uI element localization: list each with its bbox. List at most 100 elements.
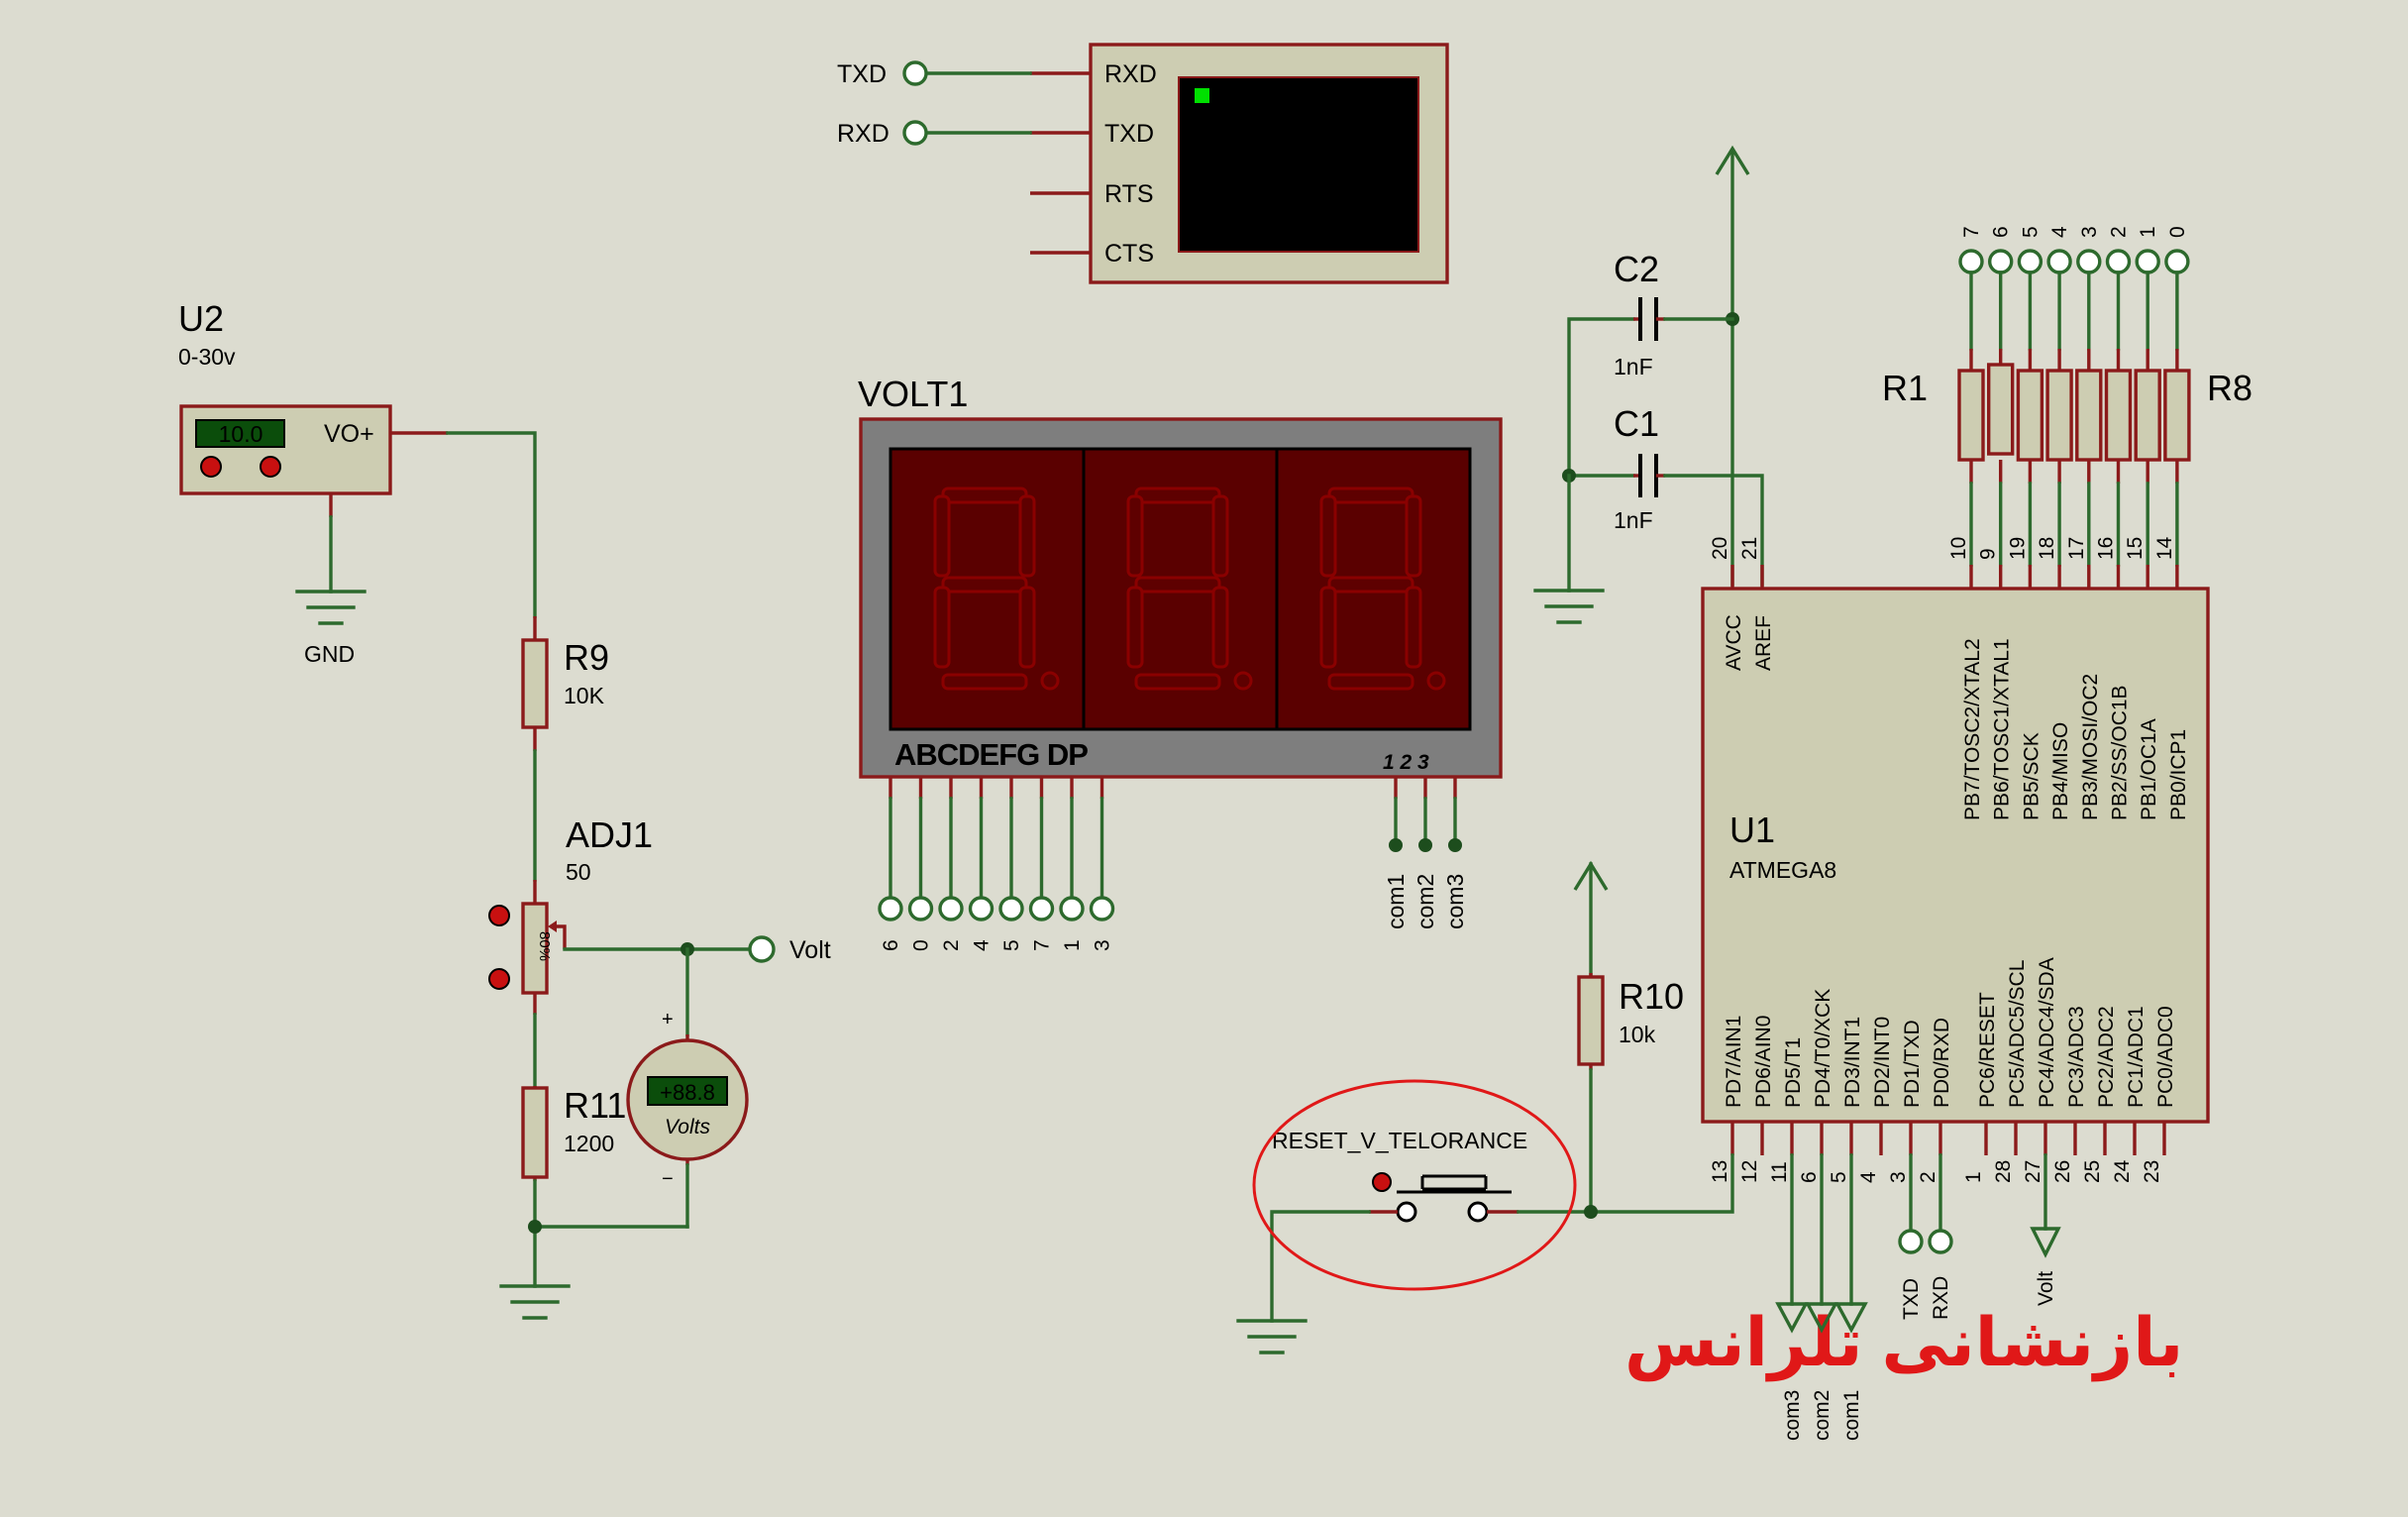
u1-net-terminal[interactable] bbox=[1898, 1229, 1924, 1254]
volt1-segment-pin-label: 1 bbox=[1061, 939, 1084, 951]
rpack-pin[interactable] bbox=[1958, 249, 1984, 274]
adj1-decrease-button[interactable] bbox=[488, 968, 510, 990]
u2-ref: U2 bbox=[178, 298, 224, 339]
u1-pin-number: 24 bbox=[2111, 1159, 2134, 1183]
rpack-resistor bbox=[1957, 369, 1985, 462]
rxd-net-terminal[interactable] bbox=[902, 120, 928, 146]
u1-net-terminal[interactable] bbox=[1928, 1229, 1953, 1254]
segment bbox=[1126, 586, 1144, 669]
rpack-pin[interactable] bbox=[2105, 249, 2132, 274]
volt1-segment-pin[interactable] bbox=[998, 896, 1024, 921]
r9-resistor: R9 10K bbox=[521, 616, 609, 751]
u1-net-label: com1 bbox=[1840, 1390, 1863, 1441]
u1-pin-name: PD2/INT0 bbox=[1871, 1017, 1894, 1108]
u1-pin-number: 1 bbox=[1962, 1171, 1985, 1183]
terminal-pin-label: RXD bbox=[1104, 60, 1157, 88]
u1-pin-number: 9 bbox=[1977, 548, 2000, 560]
volt1-com-label: com2 bbox=[1413, 874, 1438, 929]
r11-resistor: R11 1200 bbox=[521, 1085, 626, 1181]
u1-pin-name: PB7/TOSC2/XTAL2 bbox=[1961, 638, 1984, 820]
volt1-segment-pin[interactable] bbox=[938, 896, 964, 921]
rpack-pin[interactable] bbox=[2164, 249, 2190, 274]
u1-net-label: TXD bbox=[1900, 1278, 1923, 1320]
u1-pin-number: 3 bbox=[1887, 1171, 1910, 1183]
c2-capacitor: C2 1nF bbox=[1567, 249, 1734, 478]
u1-pin-name: PB5/SCK bbox=[2020, 732, 2042, 820]
u1-pin-name: PC4/ADC4/SDA bbox=[2036, 957, 2058, 1108]
txd-net-terminal[interactable] bbox=[902, 60, 928, 86]
u1-pin-name: PD6/AIN0 bbox=[1752, 1016, 1775, 1108]
u1-net-label: RXD bbox=[1930, 1276, 1952, 1320]
c1-ref: C1 bbox=[1614, 403, 1659, 444]
reset-button-actuator[interactable] bbox=[1372, 1172, 1392, 1192]
volt1-segment-pin[interactable] bbox=[1028, 896, 1055, 921]
u2-down-button[interactable] bbox=[200, 456, 222, 478]
rpack-resistor bbox=[2016, 369, 2044, 462]
u1-pin-name: PD0/RXD bbox=[1931, 1018, 1953, 1108]
segment bbox=[1134, 673, 1221, 691]
u1-pin-name: PC3/ADC3 bbox=[2065, 1006, 2088, 1108]
adj1-potentiometer: ADJ1 50 80% bbox=[488, 814, 653, 1015]
rpack-pin[interactable] bbox=[2076, 249, 2102, 274]
rpack-pin-label: 3 bbox=[2078, 226, 2101, 238]
u1-pin-number: 18 bbox=[2036, 537, 2058, 560]
rpack-left-ref: R1 bbox=[1882, 368, 1928, 408]
voltmeter-plus: + bbox=[662, 1009, 674, 1030]
segment bbox=[1319, 494, 1337, 578]
volt1-segment-pin[interactable] bbox=[968, 896, 995, 921]
volt1-segment-pin-label: 3 bbox=[1092, 939, 1114, 951]
rpack-right-ref: R8 bbox=[2207, 368, 2252, 408]
u1-pin-name: AREF bbox=[1752, 615, 1775, 671]
volt1-segment-pin[interactable] bbox=[1059, 896, 1085, 921]
u1-pin-number: 28 bbox=[1992, 1160, 2015, 1183]
volt1-com-label: com1 bbox=[1383, 874, 1409, 929]
volt1-segment-pin[interactable] bbox=[907, 896, 934, 921]
volt1-segment-pin-label: 7 bbox=[1031, 939, 1054, 951]
u1-pin-number: 20 bbox=[1709, 537, 1731, 560]
rpack-pin-label: 1 bbox=[2137, 226, 2159, 238]
reset-button-label: RESET_V_TELORANCE bbox=[1272, 1128, 1527, 1153]
u1-pin-name: PB6/TOSC1/XTAL1 bbox=[1991, 638, 2014, 820]
segment bbox=[1327, 576, 1414, 594]
segment bbox=[1327, 673, 1414, 691]
terminal-screen bbox=[1178, 76, 1419, 253]
adj1-value: 50 bbox=[566, 859, 591, 885]
u1-pin-number: 12 bbox=[1738, 1160, 1761, 1183]
segment bbox=[933, 494, 951, 578]
rpack-pin[interactable] bbox=[1987, 249, 2014, 274]
u2-up-button[interactable] bbox=[260, 456, 281, 478]
segment bbox=[1211, 494, 1229, 578]
rpack-pin[interactable] bbox=[2017, 249, 2043, 274]
rpack-pin-label: 6 bbox=[1990, 226, 2013, 238]
rpack-resistor bbox=[2045, 369, 2073, 462]
u2-value: 0-30v bbox=[178, 344, 236, 370]
segment bbox=[1134, 487, 1221, 504]
volt-net-terminal[interactable] bbox=[748, 935, 776, 963]
segment bbox=[941, 487, 1028, 504]
u2-power-supply: U2 0-30v 10.0 VO+ GND bbox=[178, 298, 448, 667]
rpack-pin[interactable] bbox=[2046, 249, 2072, 274]
adj1-increase-button[interactable] bbox=[488, 905, 510, 926]
rpack-pin[interactable] bbox=[2135, 249, 2160, 274]
volt1-segment-pin[interactable] bbox=[1089, 896, 1115, 921]
adj1-body bbox=[521, 902, 549, 995]
u1-pin-number: 11 bbox=[1768, 1161, 1791, 1183]
u1-pin-number: 27 bbox=[2022, 1160, 2044, 1183]
u1-pin-name: PD4/T0/XCK bbox=[1812, 989, 1834, 1108]
u1-pin-name: PB2/SS/OC1B bbox=[2109, 685, 2132, 820]
u1-pin-number: 26 bbox=[2051, 1160, 2074, 1183]
volt1-segment-pin[interactable] bbox=[878, 896, 903, 921]
segment bbox=[1018, 494, 1036, 578]
u1-pin-name: PB4/MISO bbox=[2049, 722, 2072, 820]
reset-button[interactable]: RESET_V_TELORANCE bbox=[1272, 1128, 1527, 1223]
annotation-ellipse bbox=[1252, 1079, 1577, 1291]
u1-pin-number: 14 bbox=[2153, 536, 2176, 560]
adj1-wiper-position: 80% bbox=[536, 931, 553, 961]
u1-pin-number: 16 bbox=[2095, 537, 2118, 560]
u2-body bbox=[179, 404, 392, 495]
segment bbox=[933, 586, 951, 669]
r11-ref: R11 bbox=[564, 1085, 626, 1126]
rpack-pin-label: 2 bbox=[2108, 226, 2131, 238]
r10-body bbox=[1577, 975, 1605, 1066]
rpack-pin-label: 4 bbox=[2048, 226, 2071, 238]
